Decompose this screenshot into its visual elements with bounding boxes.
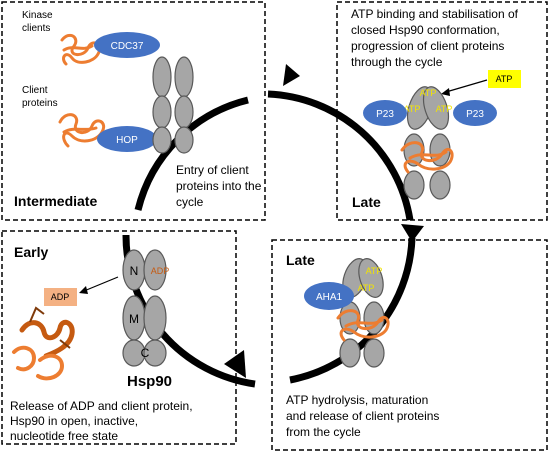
- client-squiggle-late-top: [400, 141, 454, 174]
- late-bottom-title: Late: [286, 252, 315, 268]
- kinase-label-line1: Kinase: [22, 10, 53, 21]
- late-top-content: ATP binding and stabilisation of closed …: [351, 7, 521, 210]
- late-top-title: Late: [352, 194, 381, 210]
- p23-right-oval: [453, 100, 497, 126]
- hsp90-name: Hsp90: [127, 373, 172, 390]
- adp-arrowhead: [79, 286, 88, 294]
- cycle-arrowhead-bottom: [224, 350, 246, 378]
- cdc37-label: CDC37: [111, 41, 144, 52]
- cycle-arrowhead-top: [283, 64, 300, 86]
- hop-oval: [97, 126, 157, 152]
- intermediate-title: Intermediate: [14, 193, 97, 209]
- intermediate-desc-line3: cycle: [176, 195, 204, 209]
- client-squiggle-late-bottom-2: [344, 318, 384, 328]
- atp-arrow: [445, 79, 488, 93]
- late-top-desc-line4: through the cycle: [351, 55, 443, 69]
- aha1-oval: [304, 282, 354, 310]
- atp-tag-label: ATP: [496, 74, 513, 84]
- client-label-line2: proteins: [22, 98, 58, 109]
- early-panel: [1, 230, 237, 445]
- intermediate-desc-line2: proteins into the: [176, 179, 262, 193]
- late-top-desc-line2: closed Hsp90 conformation,: [351, 23, 500, 37]
- atp-on-dimer-bottom-1: ATP: [366, 266, 383, 276]
- hsp90-open-dimer-early: [122, 249, 167, 367]
- intermediate-content: Kinase clients Client proteins CDC37 HOP…: [14, 10, 262, 209]
- client-squiggle-late-bottom: [336, 309, 390, 342]
- hsp90-open-dimer-intermediate: [152, 56, 194, 154]
- cycle-arrowhead-right: [401, 224, 424, 242]
- aha1-label: AHA1: [316, 292, 343, 303]
- client-label-line1: Client: [22, 85, 48, 96]
- domain-m-label: M: [129, 312, 139, 326]
- adp-tag-box: [44, 288, 77, 306]
- p23-right-label: P23: [466, 109, 484, 120]
- domain-n-label: N: [130, 264, 139, 278]
- released-client-ribbon: [12, 306, 75, 381]
- early-desc-line3: nucleotide free state: [10, 429, 118, 443]
- p23-left-oval: [363, 100, 407, 126]
- atp-on-dimer-bottom-2: ATP: [358, 283, 375, 293]
- early-desc-line1: Release of ADP and client protein,: [10, 399, 193, 413]
- late-bottom-desc-line1: ATP hydrolysis, maturation: [286, 393, 428, 407]
- kinase-client-squiggle-2: [62, 44, 94, 52]
- late-top-desc-line1: ATP binding and stabilisation of: [351, 7, 519, 21]
- hop-label: HOP: [116, 135, 138, 146]
- atp-on-dimer-top: ATP: [420, 88, 437, 98]
- late-top-desc-line3: progression of client proteins: [351, 39, 504, 53]
- atp-arrowhead: [441, 88, 450, 96]
- client-protein-squiggle: [58, 113, 106, 148]
- hsp90-closed-dimer-late-top: [403, 86, 451, 200]
- adp-on-dimer: ADP: [151, 266, 170, 276]
- late-bottom-desc-line3: from the cycle: [286, 425, 361, 439]
- adp-tag-label: ADP: [51, 292, 70, 302]
- kinase-label-line2: clients: [22, 23, 50, 34]
- late-bottom-desc-line2: and release of client proteins: [286, 409, 439, 423]
- early-desc-line2: Hsp90 in open, inactive,: [10, 414, 138, 428]
- cdc37-oval: [94, 32, 160, 58]
- p23-left-label: P23: [376, 109, 394, 120]
- domain-c-label: C: [141, 346, 150, 360]
- atp-tag-box: [488, 70, 521, 88]
- early-content: Early ADP N ADP M C Hsp90 Release of ADP…: [10, 244, 193, 443]
- late-bottom-content: Late ATP ATP AHA1 ATP hydrolysis, matura…: [286, 252, 439, 439]
- adp-arrow: [83, 276, 119, 292]
- atp-on-dimer-top-2: ATP: [404, 104, 421, 114]
- early-title: Early: [14, 244, 48, 260]
- atp-on-dimer-top-3: ATP: [436, 104, 453, 114]
- client-protein-squiggle-2: [62, 126, 98, 134]
- client-squiggle-late-top-2: [408, 150, 448, 160]
- intermediate-desc-line1: Entry of client: [176, 163, 249, 177]
